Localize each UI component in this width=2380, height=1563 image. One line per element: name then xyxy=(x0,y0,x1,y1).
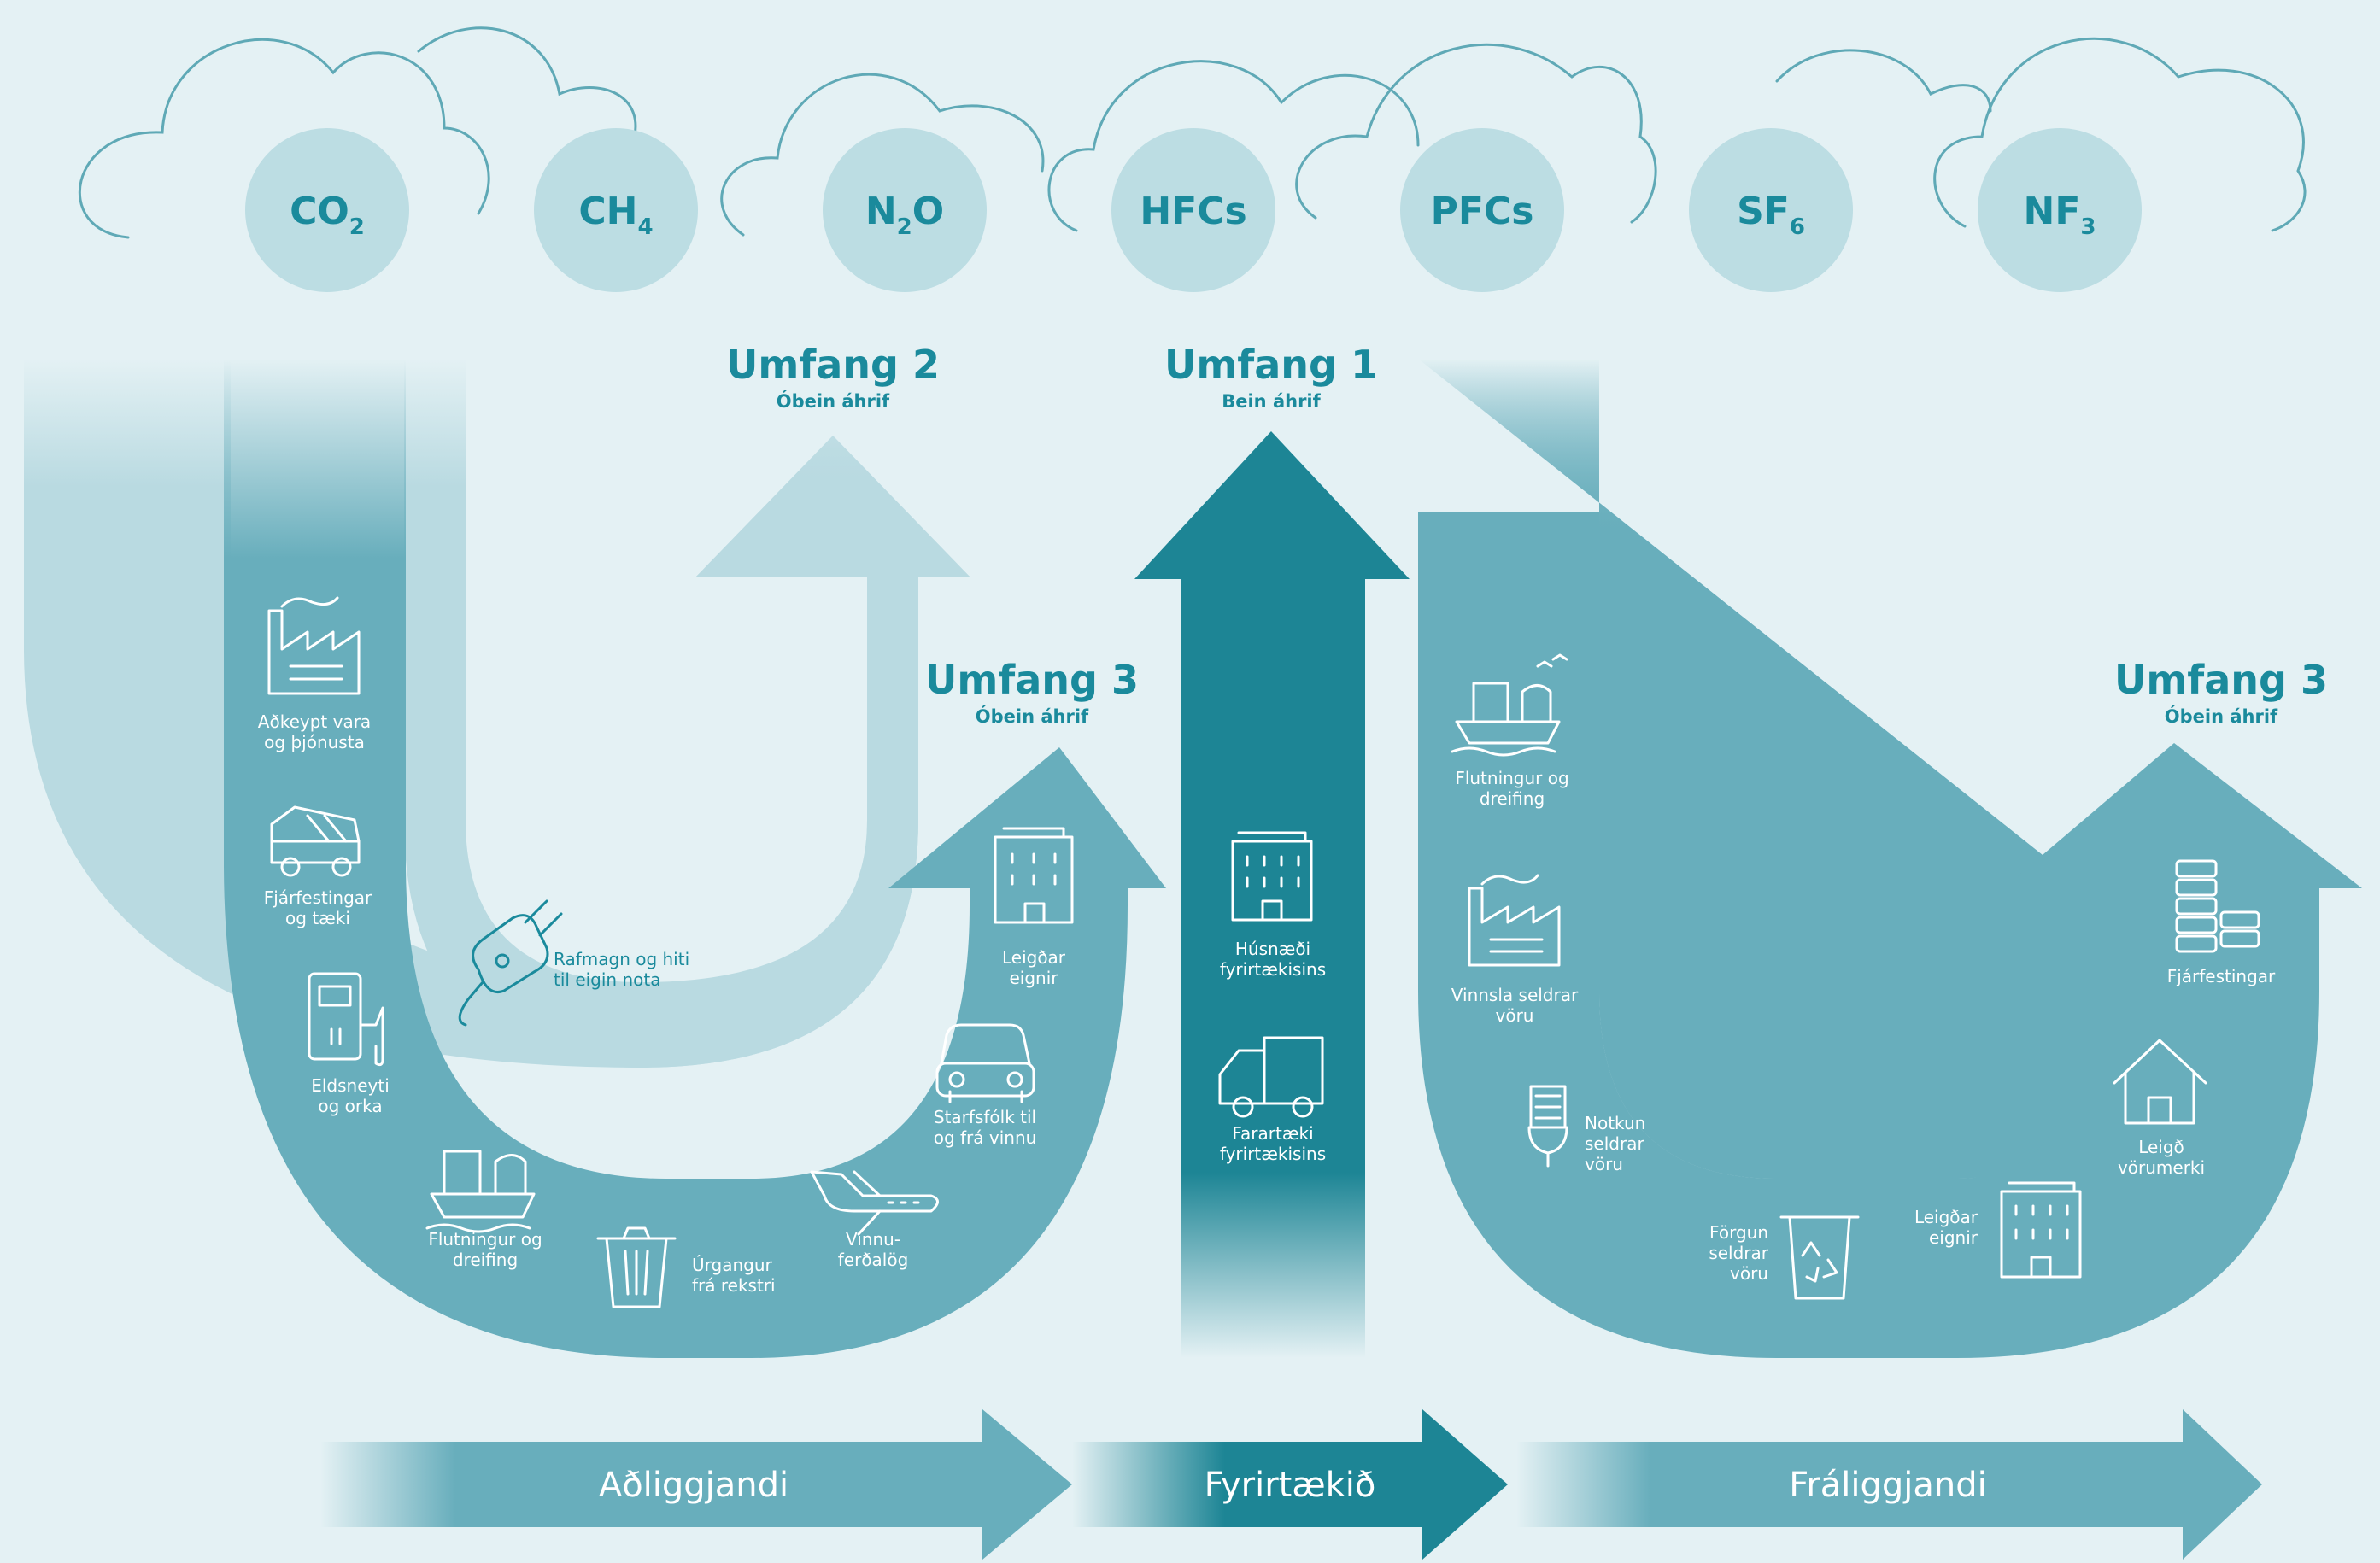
downstream-band-label: Fráliggjandi xyxy=(1789,1466,1987,1505)
gas-circle-nf3 xyxy=(1978,128,2142,292)
stacked-coins-icon xyxy=(2175,859,2260,953)
fuel-pump-icon xyxy=(308,972,384,1067)
cargo-ship-icon xyxy=(1451,653,1568,757)
scope1-subtitle: Bein áhrif xyxy=(1222,391,1321,412)
scope3-right-subtitle: Óbein áhrif xyxy=(2165,705,2278,727)
value-chain-band: Aðliggjandi Fyrirtækið Fráliggjandi xyxy=(320,1409,2262,1560)
plug-icon xyxy=(458,899,563,1027)
leased-building-icon xyxy=(2000,1181,2082,1279)
cloud-outlines xyxy=(78,26,2307,239)
investments-label: Fjárfestingar xyxy=(2167,966,2276,986)
trash-bin-icon xyxy=(596,1226,677,1308)
gas-circle-n2o xyxy=(823,128,987,292)
airplane-icon xyxy=(810,1170,939,1236)
scope1-title: Umfang 1 xyxy=(1164,342,1378,388)
dump-truck-icon xyxy=(270,805,361,877)
scope3-left-title: Umfang 3 xyxy=(925,657,1139,703)
gas-label-pfcs: PFCs xyxy=(1431,190,1534,233)
ship-icon xyxy=(425,1150,536,1233)
gas-label-ch4: CH4 xyxy=(578,190,653,240)
gas-circle-ch4 xyxy=(534,128,698,292)
office-building-icon xyxy=(1231,831,1313,922)
gas-label-sf6: SF6 xyxy=(1737,190,1805,240)
scope2-subtitle: Óbein áhrif xyxy=(777,390,890,412)
recycle-bin-icon xyxy=(1779,1215,1860,1300)
scope3-right-arrow-body xyxy=(1418,359,2093,1179)
gas-label-nf3: NF3 xyxy=(2024,190,2096,240)
company-band-label: Fyrirtækið xyxy=(1205,1466,1376,1505)
car-icon xyxy=(935,1023,1035,1103)
gas-label-co2: CO2 xyxy=(290,190,365,240)
lightbulb-icon xyxy=(1527,1085,1568,1168)
truck-icon xyxy=(1218,1036,1324,1118)
scope2-title: Umfang 2 xyxy=(726,342,940,388)
gas-circle-co2 xyxy=(245,128,409,292)
company-band-arrow xyxy=(1072,1409,1508,1560)
scope3-right-title: Umfang 3 xyxy=(2114,657,2328,703)
gas-label-hfcs: HFCs xyxy=(1140,190,1246,233)
processing-factory-icon xyxy=(1468,874,1561,967)
gas-circle-pfcs xyxy=(1400,128,1564,292)
scope1-arrow xyxy=(1134,431,1410,1358)
scope3-left-arrow xyxy=(224,359,1166,1358)
factory-icon xyxy=(267,596,361,695)
gas-circles: CO2 CH4 N2O HFCs PFCs SF6 NF3 xyxy=(245,128,2142,292)
business-travel-label: Vinnu-ferðalög xyxy=(838,1229,909,1270)
scope-headings: Umfang 2 Óbein áhrif Umfang 1 Bein áhrif… xyxy=(726,342,2328,727)
building-icon xyxy=(994,827,1074,924)
gas-circle-sf6 xyxy=(1689,128,1853,292)
scope3-right-arrow-full xyxy=(1418,512,2362,1358)
upstream-band-label: Aðliggjandi xyxy=(599,1466,788,1505)
scope3-left-subtitle: Óbein áhrif xyxy=(976,705,1089,727)
upstream-band-arrow xyxy=(320,1409,1072,1560)
gas-circle-hfcs xyxy=(1111,128,1275,292)
house-icon xyxy=(2113,1039,2207,1125)
downstream-band-arrow xyxy=(1516,1409,2262,1560)
gas-label-n2o: N2O xyxy=(865,190,944,240)
